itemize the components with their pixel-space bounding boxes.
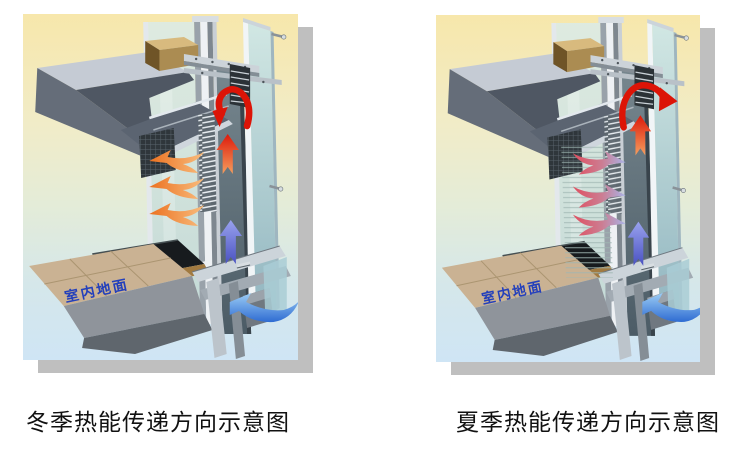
exhaust-return-curve-arrow bbox=[212, 86, 253, 130]
summer-caption: 夏季热能传递方向示意图 bbox=[456, 410, 720, 435]
winter-caption: 冬季热能传递方向示意图 bbox=[26, 410, 290, 435]
winter-heat-transfer-figure: 室内地面 bbox=[23, 14, 298, 360]
venetian-blind-overlay bbox=[561, 145, 613, 278]
summer-heat-transfer-figure: 室内地面 bbox=[436, 15, 700, 362]
cool-air-rise-arrow bbox=[219, 220, 242, 264]
exhaust-out-curve-arrow bbox=[619, 81, 678, 131]
cavity-updraft-arrow bbox=[216, 134, 239, 174]
winter-heat-flow-arrows bbox=[149, 86, 298, 323]
cavity-updraft-arrow bbox=[629, 115, 652, 156]
radiant-heat-into-room-arrows bbox=[149, 150, 205, 226]
winter-diagram-svg: 室内地面 bbox=[23, 14, 298, 360]
summer-diagram-svg: 室内地面 bbox=[436, 15, 700, 362]
fresh-air-intake-arrow bbox=[642, 292, 700, 322]
fresh-air-intake-arrow bbox=[229, 293, 298, 323]
heat-out-of-room-arrows bbox=[572, 151, 626, 236]
summer-heat-flow-arrows bbox=[572, 81, 700, 322]
cool-air-rise-arrow bbox=[627, 221, 650, 266]
